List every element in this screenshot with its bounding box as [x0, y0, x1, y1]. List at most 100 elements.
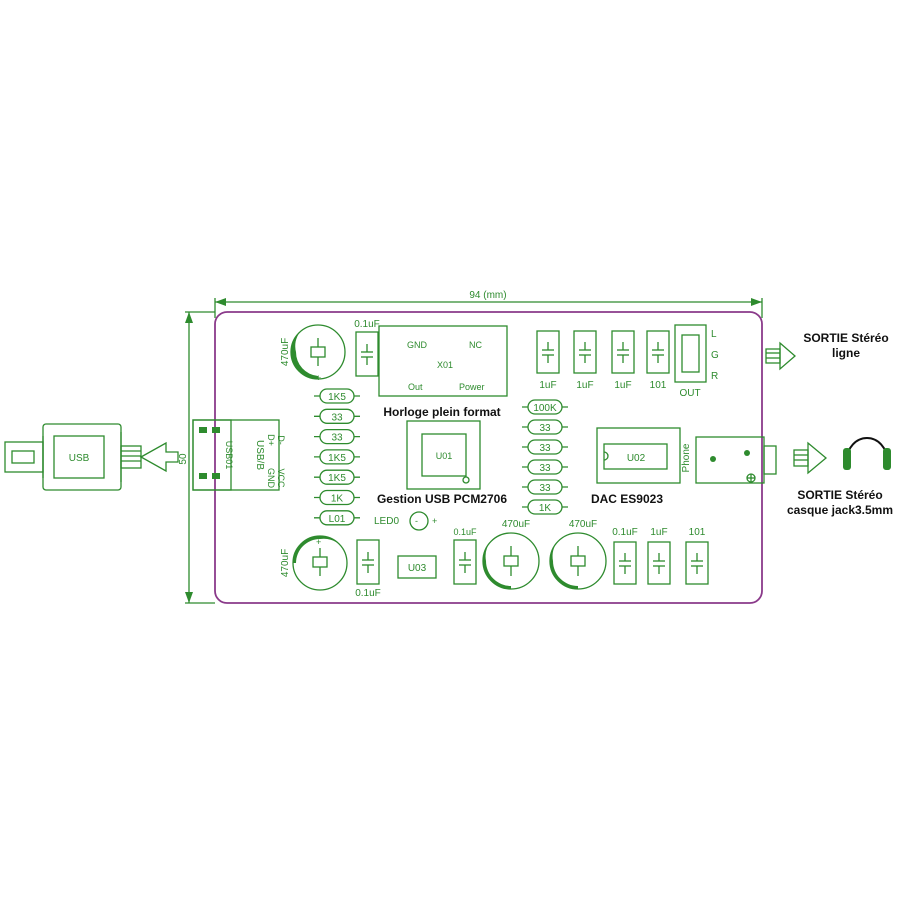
cap-label: 1uF [614, 380, 631, 391]
resistor: 33 [522, 479, 568, 495]
resistor-label: 33 [539, 483, 551, 494]
led-plus: + [432, 516, 437, 526]
resistor-label: 33 [539, 463, 551, 474]
cap-label: 1uF [576, 380, 593, 391]
resistor: 1K [314, 489, 360, 506]
phone-label: Phone [681, 443, 692, 472]
phone-out-annotation-2: casque jack3.5mm [787, 503, 893, 517]
out-label: OUT [679, 388, 700, 399]
resistor-label: 1K5 [328, 473, 346, 484]
resistor: 100K [522, 399, 568, 415]
capacitor: 1uF [536, 330, 560, 391]
cap-label: 470uF [280, 338, 291, 366]
out-g: G [711, 350, 719, 361]
height-label: 50 [178, 453, 189, 465]
phone-jack: Phone [681, 436, 777, 484]
out-r: R [711, 371, 718, 382]
chip-u01: U01 [406, 420, 481, 490]
capacitor-470uf-top-left: + 470uF [280, 324, 346, 383]
resistor: 33 [314, 428, 360, 445]
cap-label: 470uF [280, 549, 291, 577]
phone-out-arrow [793, 441, 828, 475]
clock-annotation: Horloge plein format [383, 405, 500, 419]
capacitor-0.1uf-bottom-left: 0.1uF [355, 539, 381, 599]
resistor: 33 [522, 419, 568, 435]
capacitor-0.1uf-bottom-mid: 0.1uF [453, 527, 477, 585]
crystal-power: Power [459, 382, 485, 392]
cap-label: 1uF [539, 380, 556, 391]
usb-port-ref: USB01 [224, 441, 234, 470]
svg-text:+: + [316, 537, 321, 547]
capacitor: 1uF [573, 330, 597, 391]
width-label: 94 (mm) [469, 290, 506, 301]
cap-label: 470uF [569, 519, 597, 530]
cap-label: 0.1uF [612, 527, 638, 538]
resistor-label: 33 [331, 412, 343, 423]
chip-u03-label: U03 [408, 563, 427, 574]
capacitor: 101 [685, 527, 709, 585]
chip-u02: U02 [596, 427, 681, 484]
usb-port: USB01 USB/B D+ D- GND VCC [192, 419, 286, 491]
resistor: 1K5 [314, 469, 360, 485]
capacitor: 1uF [611, 330, 635, 391]
resistor-label: 1K5 [328, 453, 346, 464]
usb-plug: USB [4, 423, 179, 491]
capacitor-470uf-bottom-mid-2: 470uF [549, 519, 607, 590]
crystal-x01: GND NC X01 Out Power [378, 325, 508, 397]
cap-label: 0.1uF [453, 527, 477, 537]
resistor-label: 1K [331, 494, 344, 505]
headphones-icon [843, 437, 891, 470]
line-out-arrow [765, 341, 796, 371]
resistor-label: 33 [331, 433, 343, 444]
bottom-right-capacitors: 0.1uF 1uF 101 [612, 527, 709, 585]
resistor: 33 [522, 439, 568, 455]
usb-pin-dplus: D+ [266, 434, 276, 446]
usb-plug-label: USB [69, 453, 90, 464]
cap-label: 0.1uF [354, 319, 380, 330]
phone-out-annotation-1: SORTIE Stéréo [797, 488, 882, 502]
crystal-ref: X01 [437, 360, 453, 370]
capacitor: 101 [646, 330, 670, 391]
led-ref: LED0 [374, 516, 399, 527]
out-connector: L G R OUT [674, 324, 719, 399]
resistor-label: 1K5 [328, 392, 346, 403]
chip-u01-label: U01 [436, 451, 453, 461]
capacitor-470uf-bottom-left: + 470uF [280, 535, 348, 591]
dac-annotation: DAC ES9023 [591, 492, 663, 506]
resistor-label: L01 [329, 514, 346, 525]
led-minus: - [415, 516, 418, 526]
capacitor-470uf-bottom-mid-1: 470uF [482, 519, 540, 590]
height-dimension: 50 [178, 311, 215, 604]
board-outline [214, 311, 763, 604]
cap-label: 470uF [502, 519, 530, 530]
cap-label: 101 [650, 380, 667, 391]
capacitor-0.1uf-top-left: 0.1uF [354, 319, 380, 377]
led0: LED0 - + [374, 511, 437, 531]
width-dimension: 94 (mm) [214, 290, 763, 318]
usb-port-name: USB/B [254, 440, 265, 470]
capacitor: 0.1uF [612, 527, 638, 585]
resistor-label: 1K [539, 503, 552, 514]
capacitor: 1uF [647, 527, 671, 585]
chip-u03: U03 [397, 555, 437, 579]
resistor: 1K5 [314, 449, 360, 465]
left-resistor-column: 1K5 33 33 1K5 1K5 1K L01 [314, 388, 360, 526]
usb-pin-vcc: VCC [276, 468, 286, 488]
mid-resistor-column: 100K 33 33 33 33 1K [522, 399, 568, 515]
crystal-gnd: GND [407, 340, 428, 350]
resistor-label: 33 [539, 423, 551, 434]
crystal-nc: NC [469, 340, 482, 350]
resistor: L01 [314, 510, 360, 526]
usb-mgmt-annotation: Gestion USB PCM2706 [377, 492, 507, 506]
resistor: 1K5 [314, 388, 360, 404]
resistor-label: 100K [533, 403, 557, 414]
cap-label: 0.1uF [355, 588, 381, 599]
usb-pin-gnd: GND [266, 468, 276, 489]
top-right-capacitors: 1uF 1uF 1uF 101 [536, 330, 670, 391]
usb-pin-dminus: D- [276, 435, 286, 445]
resistor: 33 [522, 459, 568, 475]
resistor: 1K [522, 499, 568, 515]
cap-label: 1uF [650, 527, 667, 538]
out-l: L [711, 329, 717, 340]
